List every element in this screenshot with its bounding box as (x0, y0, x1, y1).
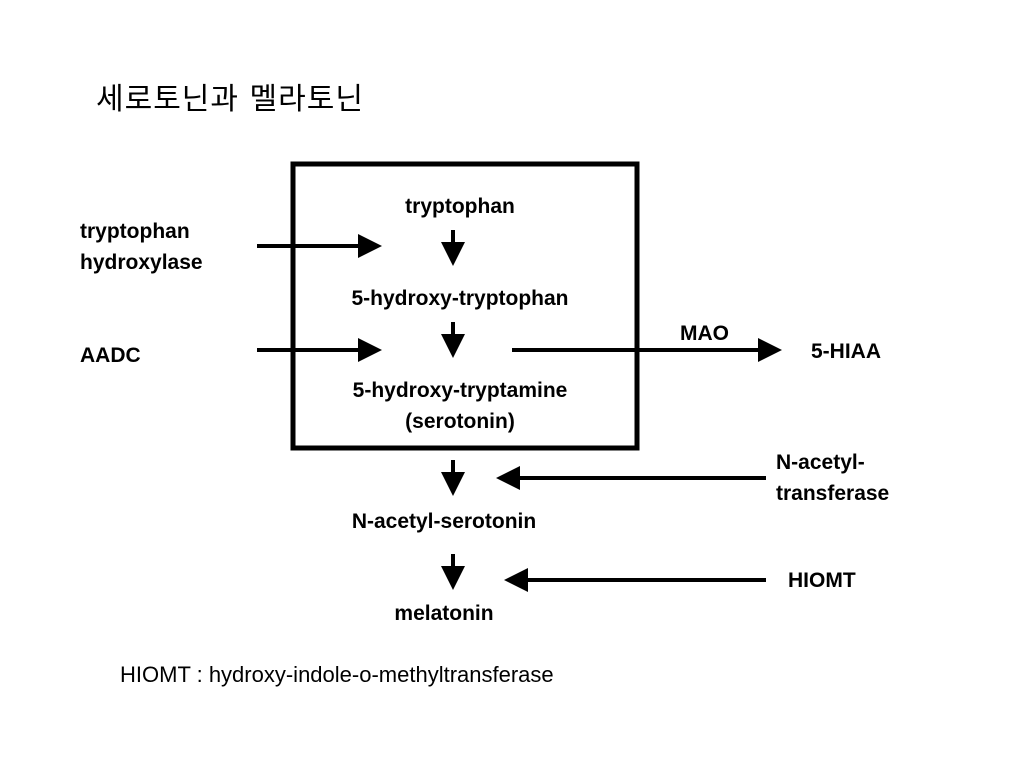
footnote: HIOMT : hydroxy-indole-o-methyltransfera… (120, 662, 554, 687)
enzyme-n-acetyltransferase: N-acetyl- transferase (776, 447, 889, 509)
serotonin-synthesis-box (290, 161, 640, 451)
enzyme-tph-line1: tryptophan (80, 220, 190, 243)
enzyme-mao: MAO (680, 322, 729, 345)
node-5-hiaa: 5-HIAA (811, 340, 882, 363)
node-serotonin-line2: (serotonin) (405, 410, 515, 433)
enzyme-nat-line1: N-acetyl- (776, 451, 865, 474)
node-5-hydroxy-tryptophan: 5-hydroxy-tryptophan (351, 287, 569, 310)
enzyme-hiomt: HIOMT (788, 569, 856, 592)
enzyme-tryptophan-hydroxylase: tryptophan hydroxylase (80, 216, 203, 278)
node-serotonin-line1: 5-hydroxy-tryptamine (352, 379, 568, 402)
node-n-acetyl-serotonin: N-acetyl-serotonin (351, 510, 537, 533)
enzyme-nat-line2: transferase (776, 482, 890, 505)
node-serotonin: 5-hydroxy-tryptamine (serotonin) (310, 375, 610, 437)
node-melatonin: melatonin (394, 602, 494, 625)
enzyme-aadc: AADC (80, 344, 141, 367)
node-tryptophan: tryptophan (405, 195, 515, 218)
slide-title: 세로토닌과 멜라토닌 (96, 82, 364, 117)
enzyme-tph-line2: hydroxylase (80, 251, 203, 274)
